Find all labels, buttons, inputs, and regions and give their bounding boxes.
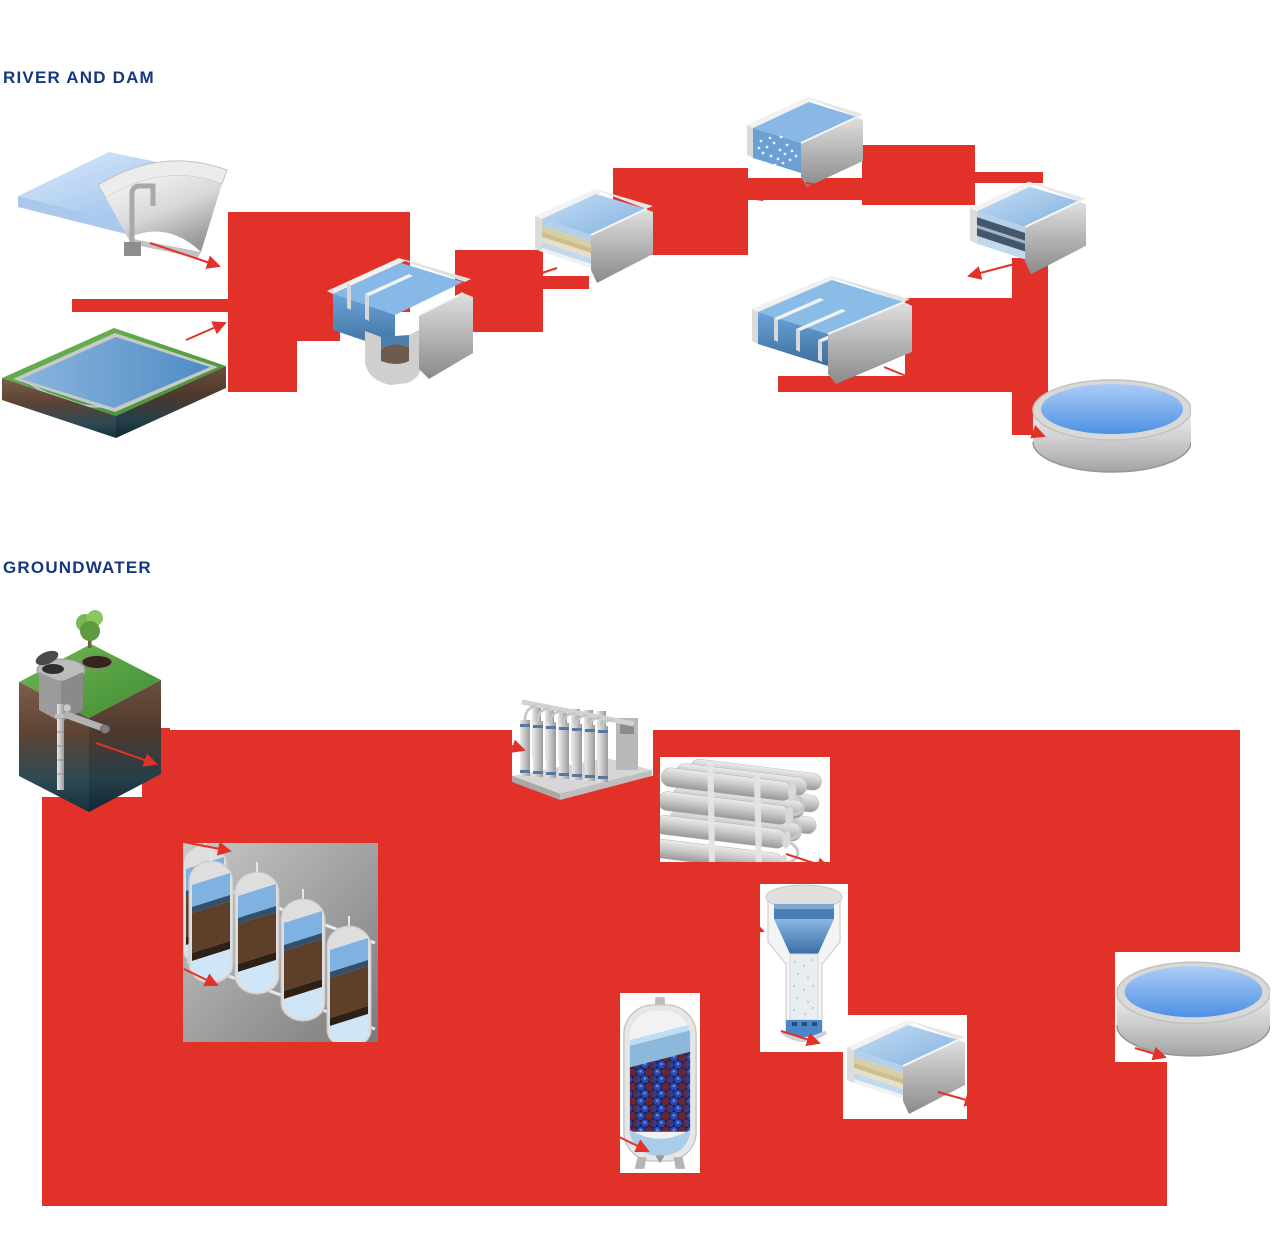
well-lid-open — [35, 650, 59, 666]
sand-filtration-basin-illustration — [533, 186, 655, 286]
frame-strap — [753, 774, 763, 862]
aeration-mixing-basin-illustration — [745, 93, 865, 188]
clear-water-reservoir-illustration — [1028, 368, 1191, 478]
pressure-tubes — [660, 758, 822, 862]
upflow-filter-vessel-illustration — [760, 884, 848, 1054]
section-title-groundwater: GROUNDWATER — [3, 558, 152, 577]
river-intake-illustration — [2, 328, 226, 440]
discharge-pipe — [62, 710, 105, 732]
bubbles — [757, 135, 798, 167]
manifold-pipe — [521, 699, 635, 727]
groundwater-well-illustration — [15, 606, 163, 816]
resin-beads — [629, 1051, 691, 1132]
ro-membrane-vessels-illustration — [660, 757, 830, 862]
membrane-filtration-rack-illustration — [512, 674, 653, 800]
ion-exchange-vessel-illustration — [620, 993, 700, 1173]
grit-chamber-illustration — [325, 253, 473, 390]
plate-settling-basin-illustration — [968, 178, 1088, 278]
sand-filtration-basin-2-illustration — [845, 1017, 967, 1117]
well-casing-pipe — [57, 704, 64, 790]
clear-water-reservoir-2-illustration — [1112, 950, 1270, 1062]
frame-strap — [707, 760, 716, 862]
flocculation-basin-illustration — [750, 272, 913, 386]
membrane-modules — [520, 706, 608, 782]
pressure-filter-vessels-illustration — [183, 843, 378, 1042]
intake-pipe — [129, 183, 156, 244]
section-title-river-and-dam: RIVER AND DAM — [3, 68, 155, 87]
tree-foliage — [76, 610, 103, 641]
dam-intake-illustration — [12, 140, 232, 266]
